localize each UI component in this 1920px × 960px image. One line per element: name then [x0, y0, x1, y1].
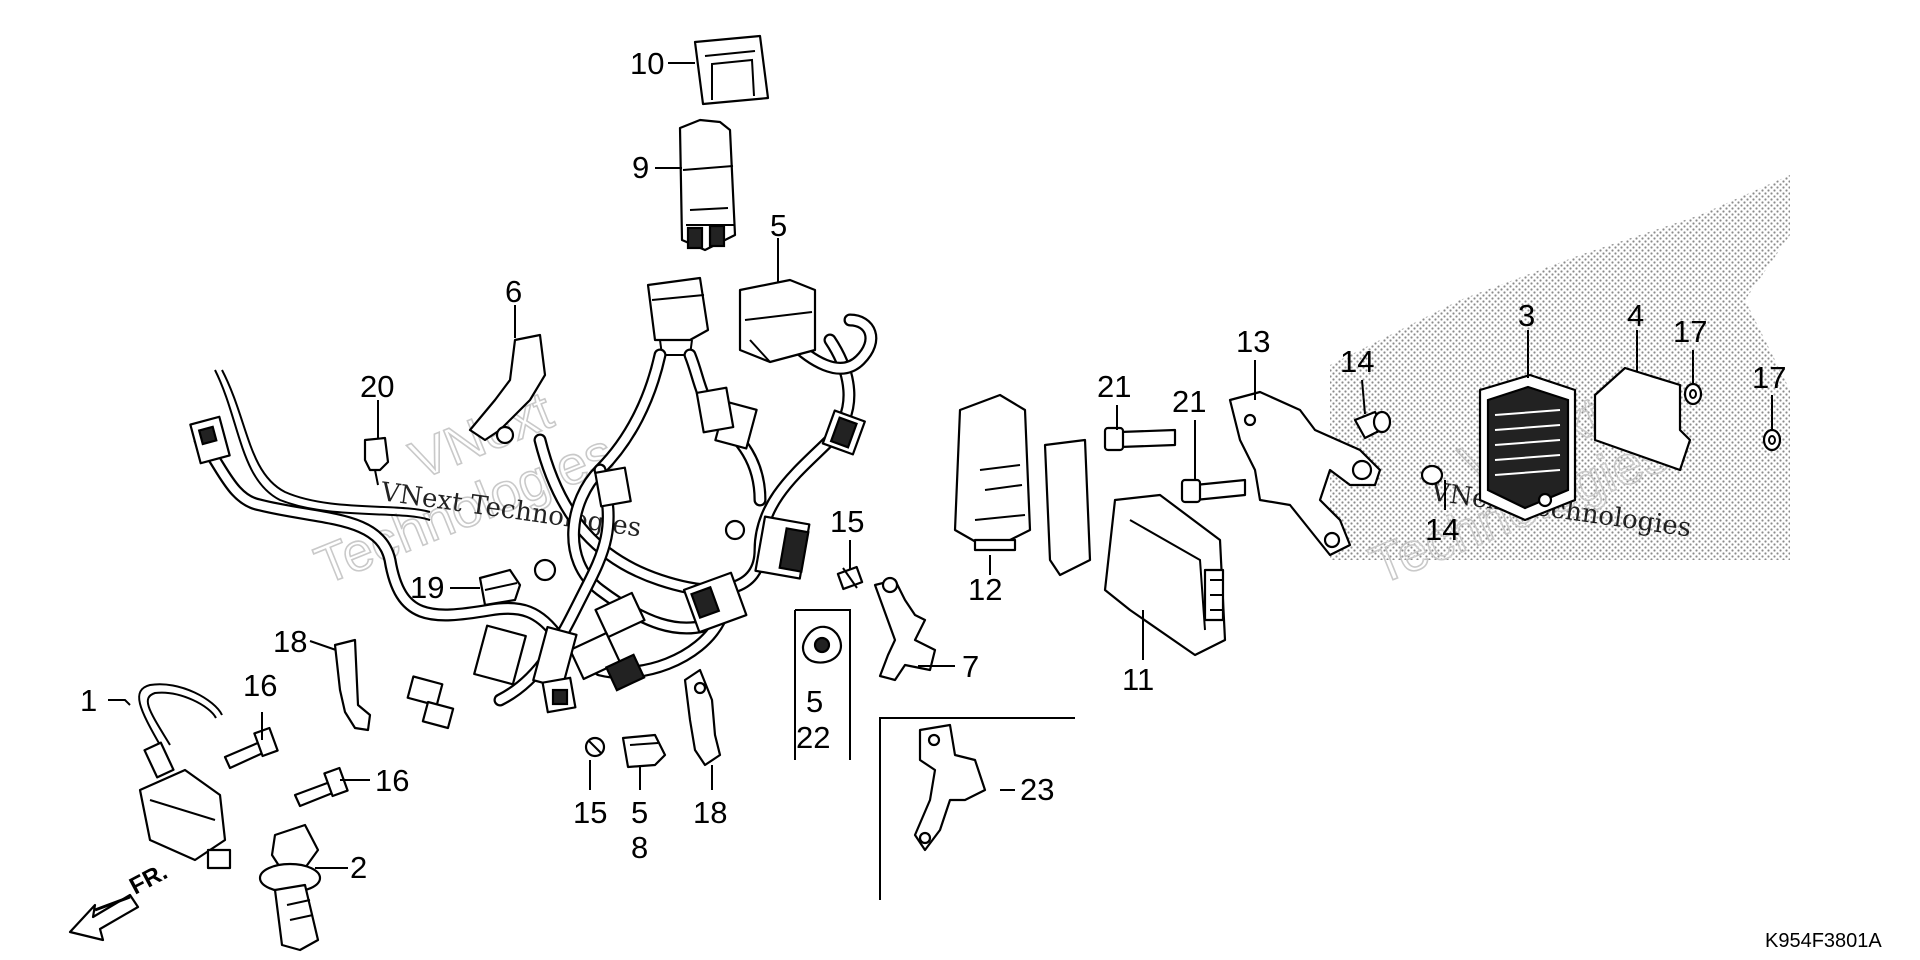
part-14-collar-upper[interactable] — [1353, 410, 1392, 440]
part-8-rubber-cover[interactable] — [621, 733, 667, 769]
part-4-plate[interactable] — [1593, 366, 1692, 472]
callout-20: 20 — [360, 369, 394, 404]
part-19-clip[interactable] — [478, 568, 522, 607]
callout-22: 22 — [796, 720, 830, 755]
callout-5-top: 5 — [770, 208, 787, 243]
callout-19: 19 — [410, 570, 444, 605]
part-6-bracket[interactable] — [468, 333, 547, 445]
front-arrow: FR. — [68, 858, 172, 942]
callout-18-left: 18 — [273, 624, 307, 659]
callout-labels: 10 9 5 6 20 19 18 1 16 16 2 15 5 8 18 5 … — [80, 46, 1786, 885]
part-18-clip-right[interactable] — [683, 668, 722, 767]
callout-17-lower: 17 — [1752, 360, 1786, 395]
front-arrow-icon — [68, 893, 140, 942]
part-9-coupler[interactable] — [678, 118, 737, 252]
part-1-ignition-coil[interactable] — [138, 683, 232, 870]
callout-21-lower: 21 — [1172, 384, 1206, 419]
leader-lines — [108, 62, 1773, 869]
part-20-clip[interactable] — [363, 436, 390, 486]
part-13-bracket[interactable] — [1228, 390, 1382, 557]
part-21-bolt-upper[interactable] — [1103, 426, 1177, 452]
callout-13: 13 — [1236, 324, 1270, 359]
part-12-ecu[interactable] — [953, 393, 1092, 577]
part-17-washer-upper[interactable] — [1683, 382, 1703, 406]
part-17-washer-lower[interactable] — [1762, 428, 1782, 452]
diagram-code: K954F3801A — [1765, 930, 1882, 952]
callout-14-upper: 14 — [1340, 344, 1374, 379]
callout-15-right: 15 — [830, 504, 864, 539]
part-2-plug-cap[interactable] — [258, 823, 322, 952]
callout-11: 11 — [1122, 662, 1154, 697]
part-11-module[interactable] — [1103, 493, 1227, 657]
callout-16-upper: 16 — [243, 668, 277, 703]
part-23-group-frame — [879, 717, 1075, 900]
part-7-ground-bracket[interactable] — [873, 576, 937, 682]
callout-3: 3 — [1518, 298, 1535, 333]
callout-7: 7 — [962, 649, 979, 684]
part-10-connector-cover[interactable] — [693, 34, 770, 106]
part-15-bolt-right[interactable] — [836, 565, 864, 591]
part-15-bolt-center[interactable] — [584, 736, 606, 758]
part-connector-lower[interactable] — [646, 276, 710, 356]
wire-harness[interactable] — [189, 313, 878, 730]
part-16-bolt-upper[interactable] — [223, 726, 279, 770]
part-18-clip-left[interactable] — [333, 638, 372, 732]
callout-18-right: 18 — [693, 795, 727, 830]
part-16-bolt-lower[interactable] — [293, 766, 349, 808]
callout-15-center: 15 — [573, 795, 607, 830]
callout-23: 23 — [1020, 772, 1054, 807]
callout-9: 9 — [632, 150, 649, 185]
part-5-relay[interactable] — [738, 278, 817, 364]
callout-5-lower: 5 — [631, 795, 648, 830]
callout-8: 8 — [631, 830, 648, 865]
part-14-collar-lower[interactable] — [1420, 464, 1444, 486]
front-arrow-label: FR. — [125, 858, 172, 900]
part-3-regulator[interactable] — [1478, 373, 1577, 522]
part-22-group-frame — [794, 609, 851, 760]
callout-5-box: 5 — [806, 684, 823, 719]
callout-14-lower: 14 — [1425, 512, 1459, 547]
part-22-fuse[interactable] — [801, 625, 843, 664]
callout-4: 4 — [1627, 298, 1644, 333]
part-23-bracket[interactable] — [913, 723, 987, 852]
callout-6: 6 — [505, 274, 522, 309]
callout-16-lower: 16 — [375, 763, 409, 798]
callout-17-upper: 17 — [1673, 314, 1707, 349]
callout-10: 10 — [630, 46, 664, 81]
callout-12: 12 — [968, 572, 1002, 607]
part-21-bolt-lower[interactable] — [1180, 478, 1247, 504]
callout-2: 2 — [350, 850, 367, 885]
callout-21-upper: 21 — [1097, 369, 1131, 404]
callout-1: 1 — [80, 683, 97, 718]
